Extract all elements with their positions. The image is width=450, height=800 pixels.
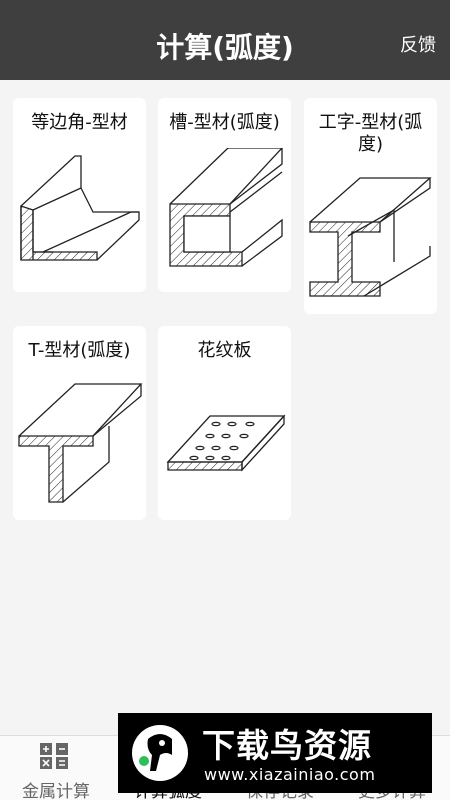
equal-angle-steel-icon [20, 155, 140, 261]
card-label: 等边角-型材 [31, 112, 128, 133]
card-channel[interactable]: 槽-型材(弧度) [158, 98, 291, 292]
checkered-plate-icon [166, 414, 286, 472]
watermark-title: 下载鸟资源 [202, 726, 372, 765]
card-t-beam[interactable]: T-型材(弧度) [13, 326, 146, 520]
watermark-banner: 下载鸟资源 www.xiazainiao.com [118, 713, 432, 793]
i-beam-icon [309, 177, 432, 297]
tab-metal-calc[interactable]: 金属计算 [0, 736, 112, 800]
page-title: 计算(弧度) [156, 31, 294, 64]
app-header: 计算(弧度) 反馈 [0, 0, 450, 80]
bird-logo-icon [132, 725, 188, 781]
calculator-icon [40, 743, 68, 769]
card-checkered-plate[interactable]: 花纹板 [158, 326, 291, 520]
watermark-url: www.xiazainiao.com [204, 765, 376, 784]
card-equal-angle[interactable]: 等边角-型材 [13, 98, 146, 292]
channel-steel-icon [169, 148, 283, 267]
tab-label: 金属计算 [22, 782, 90, 800]
feedback-button[interactable]: 反馈 [400, 35, 436, 56]
card-label: T-型材(弧度) [28, 340, 131, 361]
t-beam-icon [18, 383, 143, 503]
card-i-beam[interactable]: 工字-型材(弧度) [304, 98, 437, 314]
card-label: 花纹板 [197, 340, 252, 361]
card-label: 工字-型材(弧度) [318, 112, 423, 155]
card-label: 槽-型材(弧度) [169, 112, 280, 133]
